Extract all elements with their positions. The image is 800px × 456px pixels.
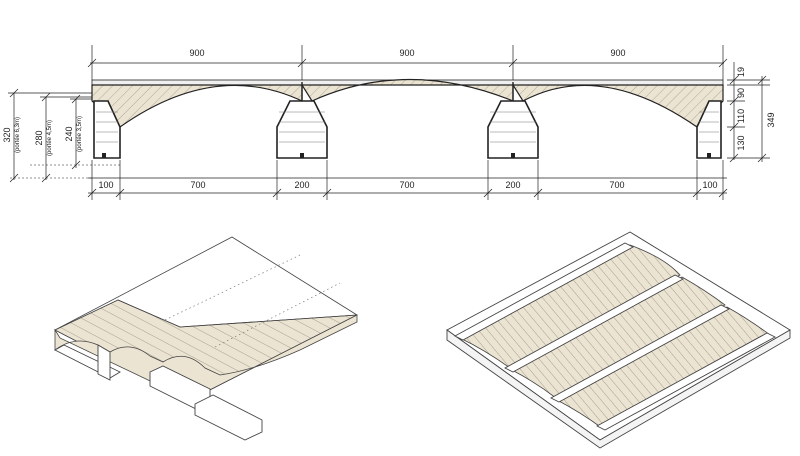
base-plane-edge xyxy=(446,329,791,449)
right-dimension-lines xyxy=(727,62,770,163)
vault-strip xyxy=(459,244,681,369)
edge-beam xyxy=(93,100,121,159)
left-dim-value: 280 xyxy=(34,130,44,145)
beam-iso xyxy=(194,394,263,441)
slab-dotted-joints xyxy=(164,254,341,348)
beam-layers xyxy=(96,111,719,143)
center-beam xyxy=(487,100,539,159)
vault-arch xyxy=(91,84,303,128)
right-dim-label: 130 xyxy=(736,135,746,150)
top-span-label: 900 xyxy=(189,48,204,58)
left-dim-note: (portée 4,5m) xyxy=(47,120,53,156)
bottom-span-label: 100 xyxy=(98,180,113,190)
vault-arch xyxy=(300,78,514,102)
slab-edge xyxy=(117,299,358,328)
bottom-span-label: 200 xyxy=(294,180,309,190)
left-dim-value: 240 xyxy=(64,126,74,141)
beam-iso xyxy=(504,274,684,373)
bottom-span-label: 700 xyxy=(190,180,205,190)
center-beam xyxy=(276,100,328,159)
isometric-view-vaults xyxy=(446,231,791,449)
isometric-view-with-slab xyxy=(54,236,358,441)
right-dim-label: 90 xyxy=(736,88,746,98)
top-dimension-line xyxy=(87,45,728,80)
beam-iso xyxy=(454,242,634,341)
beam-iso xyxy=(550,304,730,403)
joint-lines xyxy=(301,82,514,101)
beam-iso xyxy=(596,332,776,431)
vault-arch xyxy=(511,84,724,128)
top-span-label: 900 xyxy=(610,48,625,58)
bottom-span-label: 100 xyxy=(702,180,717,190)
total-height-label: 349 xyxy=(766,112,776,127)
bottom-span-label: 700 xyxy=(609,180,624,190)
left-dim-note: (portée 3,5m) xyxy=(77,116,83,152)
section-elevation: 900 900 900 xyxy=(2,45,776,200)
left-dim-value: 320 xyxy=(2,127,12,142)
top-span-label: 900 xyxy=(399,48,414,58)
right-dim-label: 19 xyxy=(736,67,746,77)
left-guide-lines xyxy=(10,164,120,179)
vault-edge xyxy=(54,314,358,401)
right-dim-label: 110 xyxy=(736,109,746,123)
rebar-notches xyxy=(102,153,711,158)
bottom-span-label: 700 xyxy=(399,180,414,190)
vault-strip xyxy=(511,276,726,399)
bottom-span-label: 200 xyxy=(505,180,520,190)
left-dim-note: (portée 6,3m) xyxy=(15,117,21,153)
left-dimension-lines xyxy=(8,88,92,183)
beam-iso xyxy=(97,344,111,381)
